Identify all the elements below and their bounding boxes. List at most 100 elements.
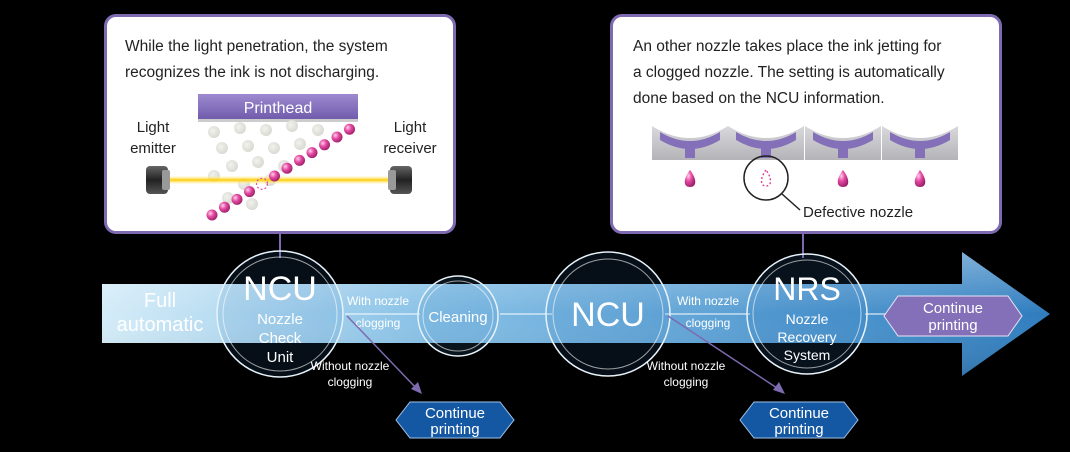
- defective-nozzle-highlight: [743, 155, 789, 201]
- printhead-illustration: Printhead: [198, 94, 358, 122]
- nrs-sub3: System: [784, 347, 831, 363]
- continue-2-line1: Continue: [769, 405, 829, 422]
- left-info-panel: [104, 14, 456, 234]
- printhead-base: [198, 119, 358, 122]
- nozzle-unit: [882, 126, 958, 187]
- cleaning-circle-inner: [422, 280, 494, 352]
- ncu1-with-clog-line2: clogging: [356, 316, 401, 330]
- nozzle-ink-channel: [813, 132, 873, 149]
- undischarged-ink-dots: [208, 120, 324, 210]
- ncu1-circle-outer: [216, 250, 344, 378]
- nozzle-unit: [728, 126, 804, 187]
- nrs-circle-outer: [746, 253, 868, 375]
- grey-ink-dot: [268, 142, 280, 154]
- light-receiver-label-line2: receiver: [383, 140, 437, 157]
- continue-printing-end: Continue printing: [883, 295, 1023, 337]
- ncu2-with-clog-line1: With nozzle: [677, 294, 739, 308]
- grey-ink-dot: [312, 124, 324, 136]
- continue-1-line1: Continue: [425, 405, 485, 422]
- ncu1-sub2: Check: [259, 330, 302, 347]
- grey-ink-dot: [252, 156, 264, 168]
- continue-end-line2: printing: [928, 317, 977, 334]
- grey-ink-dot: [216, 142, 228, 154]
- ncu1-branch-arrow-line: [346, 315, 419, 391]
- light-receiver-label-line1: Light: [393, 119, 427, 136]
- continue-1-hex: [395, 401, 515, 439]
- nrs-sub2: Recovery: [777, 329, 836, 345]
- ncu2-node: NCU: [545, 251, 671, 377]
- grey-ink-dot: [242, 140, 254, 152]
- grey-ink-dot: [294, 138, 306, 150]
- ncu1-sub3: Unit: [267, 349, 295, 366]
- ncu1-node: NCU Nozzle Check Unit: [216, 250, 344, 378]
- light-receiver-label: Light receiver: [370, 117, 450, 159]
- light-emitter-lens: [162, 170, 170, 190]
- ink-drop-icon: [684, 170, 696, 187]
- light-receiver-icon: [388, 166, 412, 194]
- full-automatic-line2: automatic: [117, 314, 204, 336]
- grey-ink-dot: [208, 126, 220, 138]
- defective-nozzle-pointer: [781, 193, 801, 211]
- nozzle-row: [652, 126, 958, 187]
- ink-droplet-trail: [206, 123, 355, 221]
- ncu1-without-clog-line1: Without nozzle: [311, 359, 390, 373]
- cleaning-label: Cleaning: [428, 309, 487, 326]
- ncu2-without-clog-line2: clogging: [664, 375, 709, 389]
- full-automatic-line1: Full: [144, 290, 176, 312]
- cleaning-node: Cleaning: [417, 275, 499, 357]
- ncu1-circle-inner: [222, 256, 338, 372]
- ncu2-without-clog-line1: Without nozzle: [647, 359, 726, 373]
- ncu1-branch-arrowhead: [411, 382, 422, 394]
- nozzle-tip: [838, 148, 848, 158]
- ink-drop: [294, 154, 305, 166]
- ink-drop: [206, 209, 218, 221]
- ncu2-branch-arrow-line: [667, 315, 781, 391]
- ink-drop: [319, 139, 330, 151]
- continue-printing-2: Continue printing: [739, 401, 859, 439]
- missing-ink-drop-icon: [760, 168, 772, 187]
- nozzle-ink-channel: [890, 132, 950, 149]
- ink-drop: [244, 186, 255, 198]
- ink-drop: [269, 170, 280, 182]
- ncu2-circle-outer: [545, 251, 671, 377]
- continue-2-hex: [739, 401, 859, 439]
- grey-ink-dot: [260, 124, 272, 136]
- nozzle-tip: [761, 148, 771, 158]
- ink-drop: [231, 193, 243, 205]
- continue-printing-1: Continue printing: [395, 401, 515, 439]
- nrs-circle-inner: [752, 259, 862, 369]
- light-emitter-label-line2: emitter: [130, 140, 176, 157]
- nrs-title: NRS: [773, 271, 841, 307]
- ink-drop: [331, 131, 343, 143]
- right-panel-text-line2: a clogged nozzle. The setting is automat…: [633, 64, 945, 81]
- light-emitter-label-line1: Light: [136, 119, 170, 136]
- printhead-block: [198, 94, 358, 120]
- ink-drop: [306, 147, 318, 159]
- ncu2-branch-arrowhead: [773, 382, 785, 394]
- nozzle-tip: [685, 148, 695, 158]
- nozzle-unit: [805, 126, 881, 187]
- nrs-sub1: Nozzle: [786, 311, 829, 327]
- ncu2-circle-inner: [552, 258, 664, 370]
- printhead-label: Printhead: [244, 100, 313, 117]
- right-info-panel: [610, 14, 1002, 234]
- continue-1-line2: printing: [430, 421, 479, 438]
- grey-ink-dot: [226, 160, 238, 172]
- light-emitter-icon: [146, 166, 170, 194]
- ink-drop: [219, 201, 230, 213]
- ncu2-title: NCU: [571, 296, 645, 334]
- cleaning-circle-outer: [417, 275, 499, 357]
- grey-ink-dot: [246, 198, 258, 210]
- flow-arrow-shine: [102, 252, 1050, 376]
- ncu2-with-clog-line2: clogging: [686, 316, 731, 330]
- ncu1-with-clog-line1: With nozzle: [347, 294, 409, 308]
- nrs-node: NRS Nozzle Recovery System: [746, 253, 868, 375]
- nozzle-ink-channel: [660, 132, 720, 149]
- ink-drop: [281, 162, 293, 174]
- light-emitter-label: Light emitter: [118, 117, 188, 159]
- left-panel-text-line2: recognizes the ink is not discharging.: [125, 64, 380, 81]
- grey-ink-dot: [286, 120, 298, 132]
- nozzle-unit: [652, 126, 728, 187]
- left-panel-text-line1: While the light penetration, the system: [125, 38, 388, 55]
